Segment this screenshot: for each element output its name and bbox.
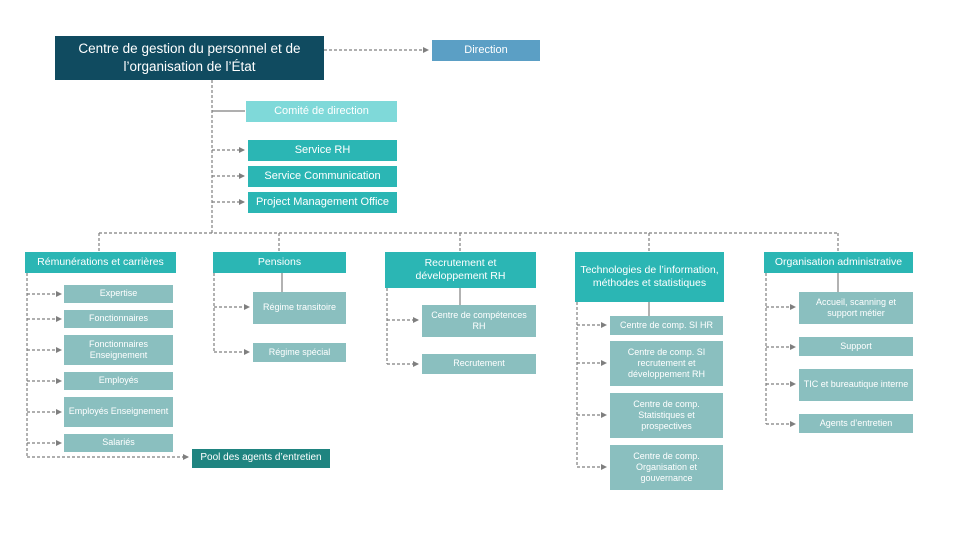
pensions-head: Pensions <box>213 252 346 273</box>
remunerations-item: Fonctionnaires <box>64 310 173 328</box>
organisation-item: TIC et bureautique interne <box>799 369 913 401</box>
organisation-item: Support <box>799 337 913 356</box>
pool-box: Pool des agents d’entretien <box>192 449 330 468</box>
organisation-head: Organisation administrative <box>764 252 913 273</box>
organisation-item: Accueil, scanning et support métier <box>799 292 913 324</box>
recrutement-item: Centre de compétences RH <box>422 305 536 337</box>
technologies-item: Centre de comp. Statistiques et prospect… <box>610 393 723 438</box>
organisation-item: Agents d’entretien <box>799 414 913 433</box>
technologies-head: Technologies de l’information, méthodes … <box>575 252 724 302</box>
remunerations-item: Employés Enseignement <box>64 397 173 427</box>
recrutement-item: Recrutement <box>422 354 536 374</box>
technologies-item: Centre de comp. SI recrutement et dévelo… <box>610 341 723 386</box>
technologies-item: Centre de comp. Organisation et gouverna… <box>610 445 723 490</box>
service-communication-box: Service Communication <box>248 166 397 187</box>
pmo-box: Project Management Office <box>248 192 397 213</box>
remunerations-item: Employés <box>64 372 173 390</box>
technologies-item: Centre de comp. SI HR <box>610 316 723 335</box>
pensions-item: Régime spécial <box>253 343 346 362</box>
service-rh-box: Service RH <box>248 140 397 161</box>
remunerations-item: Fonctionnaires Enseignement <box>64 335 173 365</box>
direction-box: Direction <box>432 40 540 61</box>
comite-box: Comité de direction <box>246 101 397 122</box>
root-box: Centre de gestion du personnel et de l’o… <box>55 36 324 80</box>
remunerations-head: Rémunérations et carrières <box>25 252 176 273</box>
remunerations-item: Salariés <box>64 434 173 452</box>
recrutement-head: Recrutement et développement RH <box>385 252 536 288</box>
pensions-item: Régime transitoire <box>253 292 346 324</box>
remunerations-item: Expertise <box>64 285 173 303</box>
